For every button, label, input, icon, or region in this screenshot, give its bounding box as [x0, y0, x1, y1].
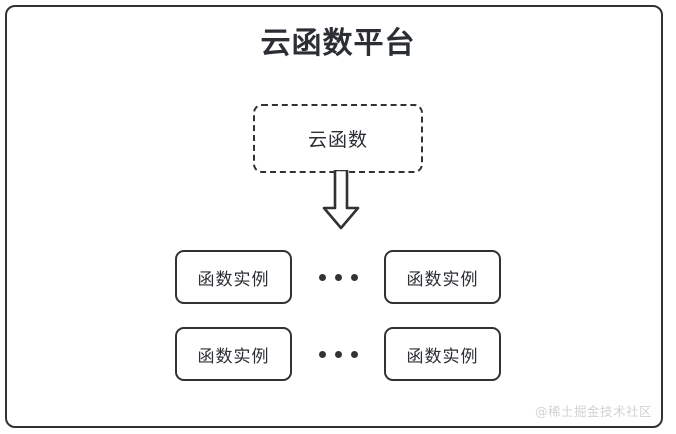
ellipsis-dot — [318, 273, 326, 281]
ellipsis-icon — [292, 350, 384, 358]
ellipsis-dot — [350, 350, 358, 358]
function-instance-box: 函数实例 — [384, 327, 501, 381]
ellipsis-dot — [318, 350, 326, 358]
function-instance-box: 函数实例 — [384, 250, 501, 304]
function-instance-row-1: 函数实例 函数实例 — [0, 250, 676, 304]
ellipsis-icon — [292, 273, 384, 281]
cloud-function-label: 云函数 — [307, 129, 368, 151]
function-instance-label: 函数实例 — [406, 346, 479, 367]
function-instance-box: 函数实例 — [175, 250, 292, 304]
function-instance-label: 函数实例 — [406, 269, 479, 290]
ellipsis-dot — [350, 273, 358, 281]
function-instance-box: 函数实例 — [175, 327, 292, 381]
watermark: @稀土掘金技术社区 — [534, 404, 652, 419]
ellipsis-dot — [334, 350, 342, 358]
function-instance-label: 函数实例 — [197, 346, 270, 367]
cloud-function-node: 云函数 — [253, 104, 423, 173]
page-title: 云函数平台 — [260, 26, 416, 61]
down-block-arrow-icon — [320, 168, 362, 230]
function-instance-row-2: 函数实例 函数实例 — [0, 327, 676, 381]
ellipsis-dot — [334, 273, 342, 281]
function-instance-label: 函数实例 — [197, 269, 270, 290]
